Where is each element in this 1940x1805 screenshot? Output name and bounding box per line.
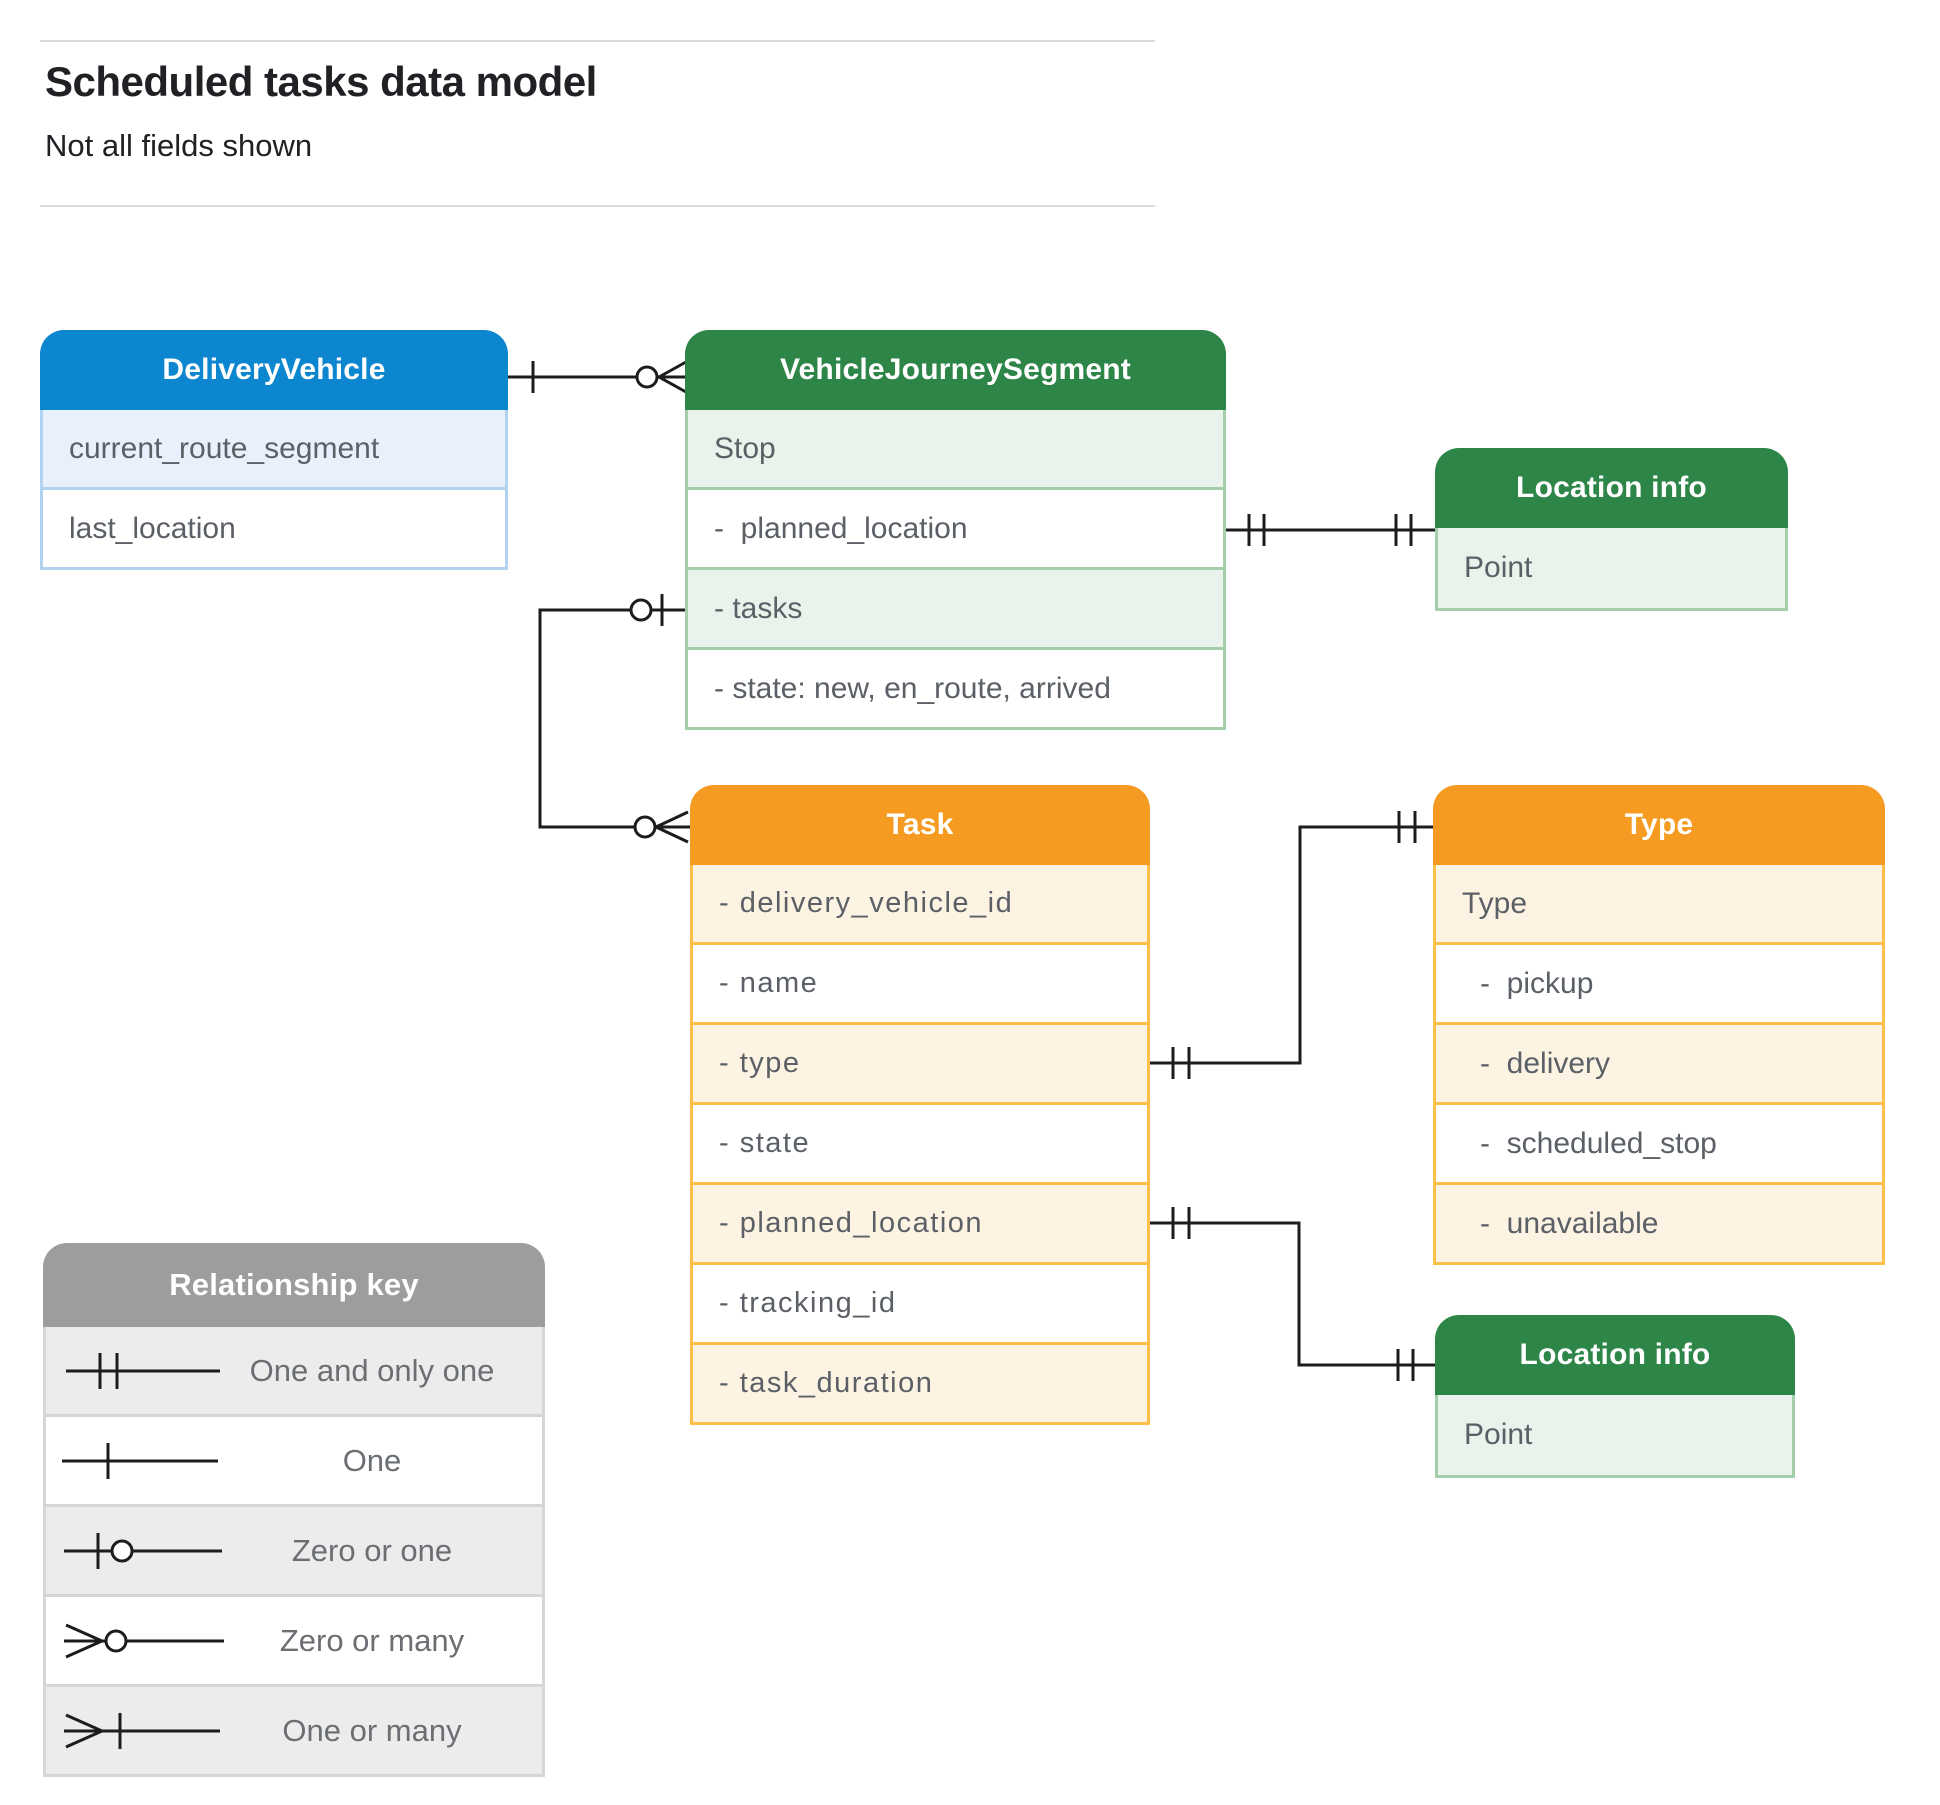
entity-task: Task - delivery_vehicle_id - name - type… [690,785,1150,1425]
legend-label: Zero or one [291,1532,453,1568]
connector-deliveryvehicle-to-vehiclejourneysegment [508,360,687,394]
field-stop: Stop [688,410,1223,487]
field-tracking-id: - tracking_id [693,1262,1147,1342]
entity-delivery-vehicle-title: DeliveryVehicle [40,330,508,410]
field-task-planned-location: - planned_location [693,1182,1147,1262]
relationship-key: Relationship key One and only one One Ze… [43,1243,545,1777]
entity-delivery-vehicle: DeliveryVehicle current_route_segment la… [40,330,508,570]
legend-item-zero-or-one: Zero or one [46,1504,542,1594]
connector-vjs-plannedlocation-to-locationinfo-top [1226,514,1435,546]
field-unavailable: - unavailable [1436,1182,1882,1262]
field-state: - state [693,1102,1147,1182]
field-type-name: Type [1436,865,1882,942]
legend-item-one-and-only-one: One and only one [46,1327,542,1414]
field-scheduled-stop: - scheduled_stop [1436,1102,1882,1182]
page-title: Scheduled tasks data model [45,58,597,105]
field-point-top: Point [1438,528,1785,608]
one-and-only-one-icon [66,1352,220,1389]
legend-label: One and only one [249,1352,495,1388]
field-pickup: - pickup [1436,942,1882,1022]
top-divider [40,40,1155,42]
field-tasks: - tasks [688,567,1223,647]
legend-label: Zero or many [279,1622,465,1658]
field-point-bottom: Point [1438,1395,1792,1475]
header-divider [40,205,1155,207]
field-vjs-planned-location: - planned_location [688,487,1223,567]
connector-task-plannedlocation-to-locationinfo-bottom [1150,1207,1435,1381]
entity-location-info-top-title: Location info [1435,448,1788,528]
field-name: - name [693,942,1147,1022]
field-delivery-vehicle-id: - delivery_vehicle_id [693,865,1147,942]
legend-label: One [342,1442,402,1478]
field-current-route-segment: current_route_segment [43,410,505,487]
zero-or-one-icon [64,1532,222,1569]
entity-type: Type Type - pickup - delivery - schedule… [1433,785,1885,1265]
legend-item-one: One [46,1414,542,1504]
page-subtitle: Not all fields shown [45,128,313,163]
entity-task-title: Task [690,785,1150,865]
zero-or-many-icon [64,1623,224,1658]
field-type: - type [693,1022,1147,1102]
one-or-many-icon [64,1712,220,1749]
entity-vehicle-journey-segment-title: VehicleJourneySegment [685,330,1226,410]
legend-item-one-or-many: One or many [46,1684,542,1774]
entity-location-info-bottom: Location info Point [1435,1315,1795,1478]
entity-type-title: Type [1433,785,1885,865]
field-task-duration: - task_duration [693,1342,1147,1422]
entity-vehicle-journey-segment: VehicleJourneySegment Stop - planned_loc… [685,330,1226,730]
entity-location-info-bottom-title: Location info [1435,1315,1795,1395]
legend-label: One or many [282,1712,462,1748]
entity-location-info-top: Location info Point [1435,448,1788,611]
relationship-key-title: Relationship key [43,1243,545,1327]
field-last-location: last_location [43,487,505,567]
field-vjs-state: - state: new, en_route, arrived [688,647,1223,727]
legend-item-zero-or-many: Zero or many [46,1594,542,1684]
connector-vjs-tasks-to-task [538,594,690,844]
field-delivery: - delivery [1436,1022,1882,1102]
one-icon [62,1442,218,1479]
connector-task-type-to-type [1150,811,1433,1079]
